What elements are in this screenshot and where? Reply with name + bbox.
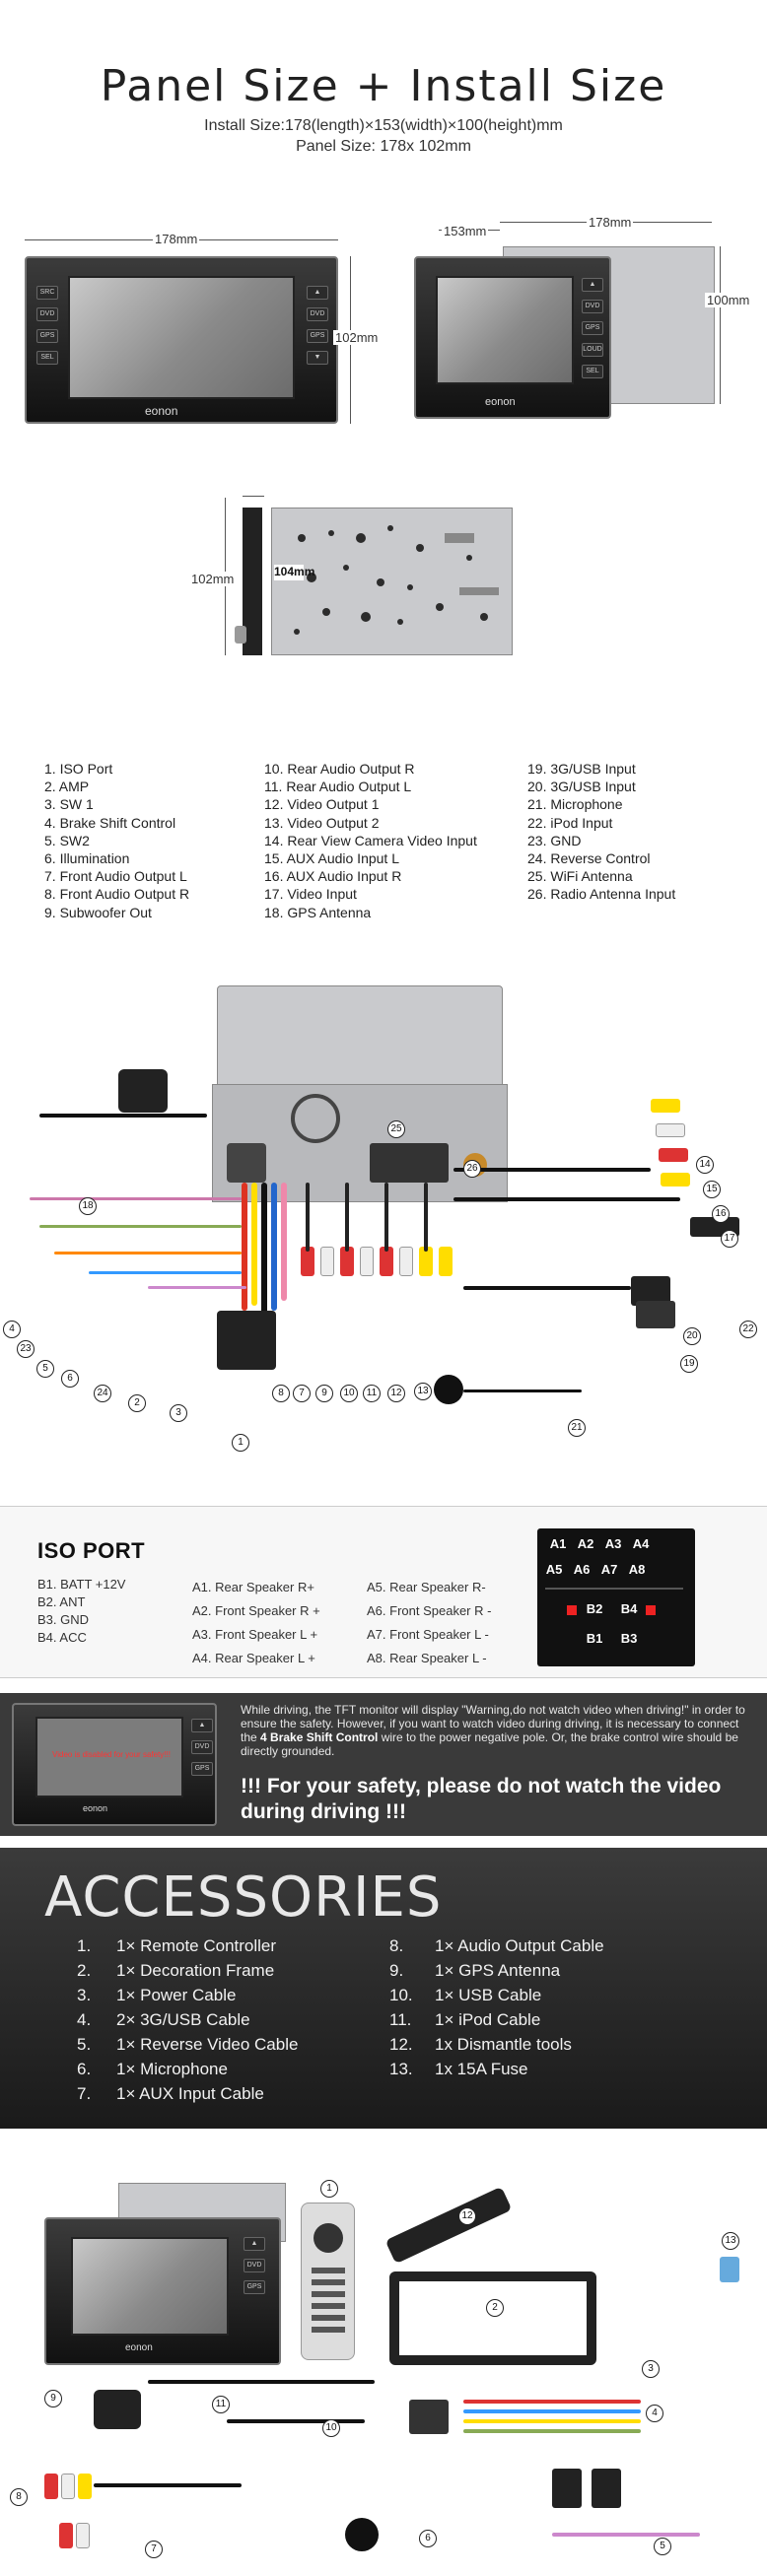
page-title: Panel Size + Install Size bbox=[100, 61, 667, 111]
safety-warning-section: Video is disabled for your safety!!! ▲ D… bbox=[0, 1693, 767, 1836]
back-view-diagram: 102mm 104mm bbox=[187, 488, 542, 685]
iso-a-list-1: A1. Rear Speaker R+A2. Front Speaker R +… bbox=[192, 1580, 320, 1665]
front-view-diagram: 178mm SRC DVD GPS SEL ▲ DVD GPS ▼ eonon … bbox=[20, 222, 384, 448]
accessories-section: ACCESSORIES 1.1× Remote Controller 2.1× … bbox=[0, 1848, 767, 2129]
brand-logo: eonon bbox=[145, 404, 178, 418]
warning-headline: !!! For your safety, please do not watch… bbox=[241, 1775, 722, 1823]
warning-screen-text: Video is disabled for your safety!!! bbox=[52, 1750, 171, 1759]
iso-port-title: ISO PORT bbox=[37, 1538, 146, 1563]
back-depth-label: 104mm bbox=[274, 565, 315, 580]
back-height-label: 102mm bbox=[189, 572, 237, 586]
side-view-diagram: 153mm 178mm ▲ DVD GPS LOUD SEL eonon 100… bbox=[404, 212, 759, 439]
panel-size-text: Panel Size: 178x 102mm bbox=[296, 138, 471, 155]
side-height-label: 100mm bbox=[705, 293, 752, 307]
accessories-right-list: 8.1× Audio Output Cable 9.1× GPS Antenna… bbox=[389, 1936, 604, 2078]
side-depth-label: 153mm bbox=[442, 224, 489, 238]
install-size-text: Install Size:178(length)×153(width)×100(… bbox=[204, 117, 563, 134]
front-height-label: 102mm bbox=[333, 330, 381, 345]
warning-paragraph: While driving, the TFT monitor will disp… bbox=[241, 1703, 745, 1758]
remote-control-icon bbox=[301, 2203, 355, 2360]
iso-connector-graphic: A1 A2 A3 A4 A5 A6 A7 A8 B2 B4 B1 B3 bbox=[537, 1528, 695, 1666]
src-button-icon: SRC bbox=[36, 286, 58, 300]
front-width-label: 178mm bbox=[153, 232, 200, 246]
chassis-holes-icon bbox=[294, 525, 499, 635]
wiring-diagram: 1 2 3 4 5 6 7 8 9 10 11 12 13 14 15 16 1… bbox=[0, 971, 767, 1473]
side-width-label: 178mm bbox=[587, 215, 634, 230]
side-head-unit: ▲ DVD GPS LOUD SEL eonon bbox=[414, 256, 611, 419]
front-head-unit: SRC DVD GPS SEL ▲ DVD GPS ▼ eonon bbox=[25, 256, 338, 424]
accessories-left-list: 1.1× Remote Controller 2.1× Decoration F… bbox=[77, 1936, 299, 2103]
iso-a-list-2: A5. Rear Speaker R-A6. Front Speaker R -… bbox=[367, 1580, 492, 1665]
warning-head-unit: Video is disabled for your safety!!! ▲ D… bbox=[12, 1703, 217, 1826]
accessories-title: ACCESSORIES bbox=[44, 1865, 443, 1930]
accessories-photo: ▲ DVD GPS eonon 1 2 3 4 5 6 7 8 9 10 11 … bbox=[0, 2163, 767, 2572]
